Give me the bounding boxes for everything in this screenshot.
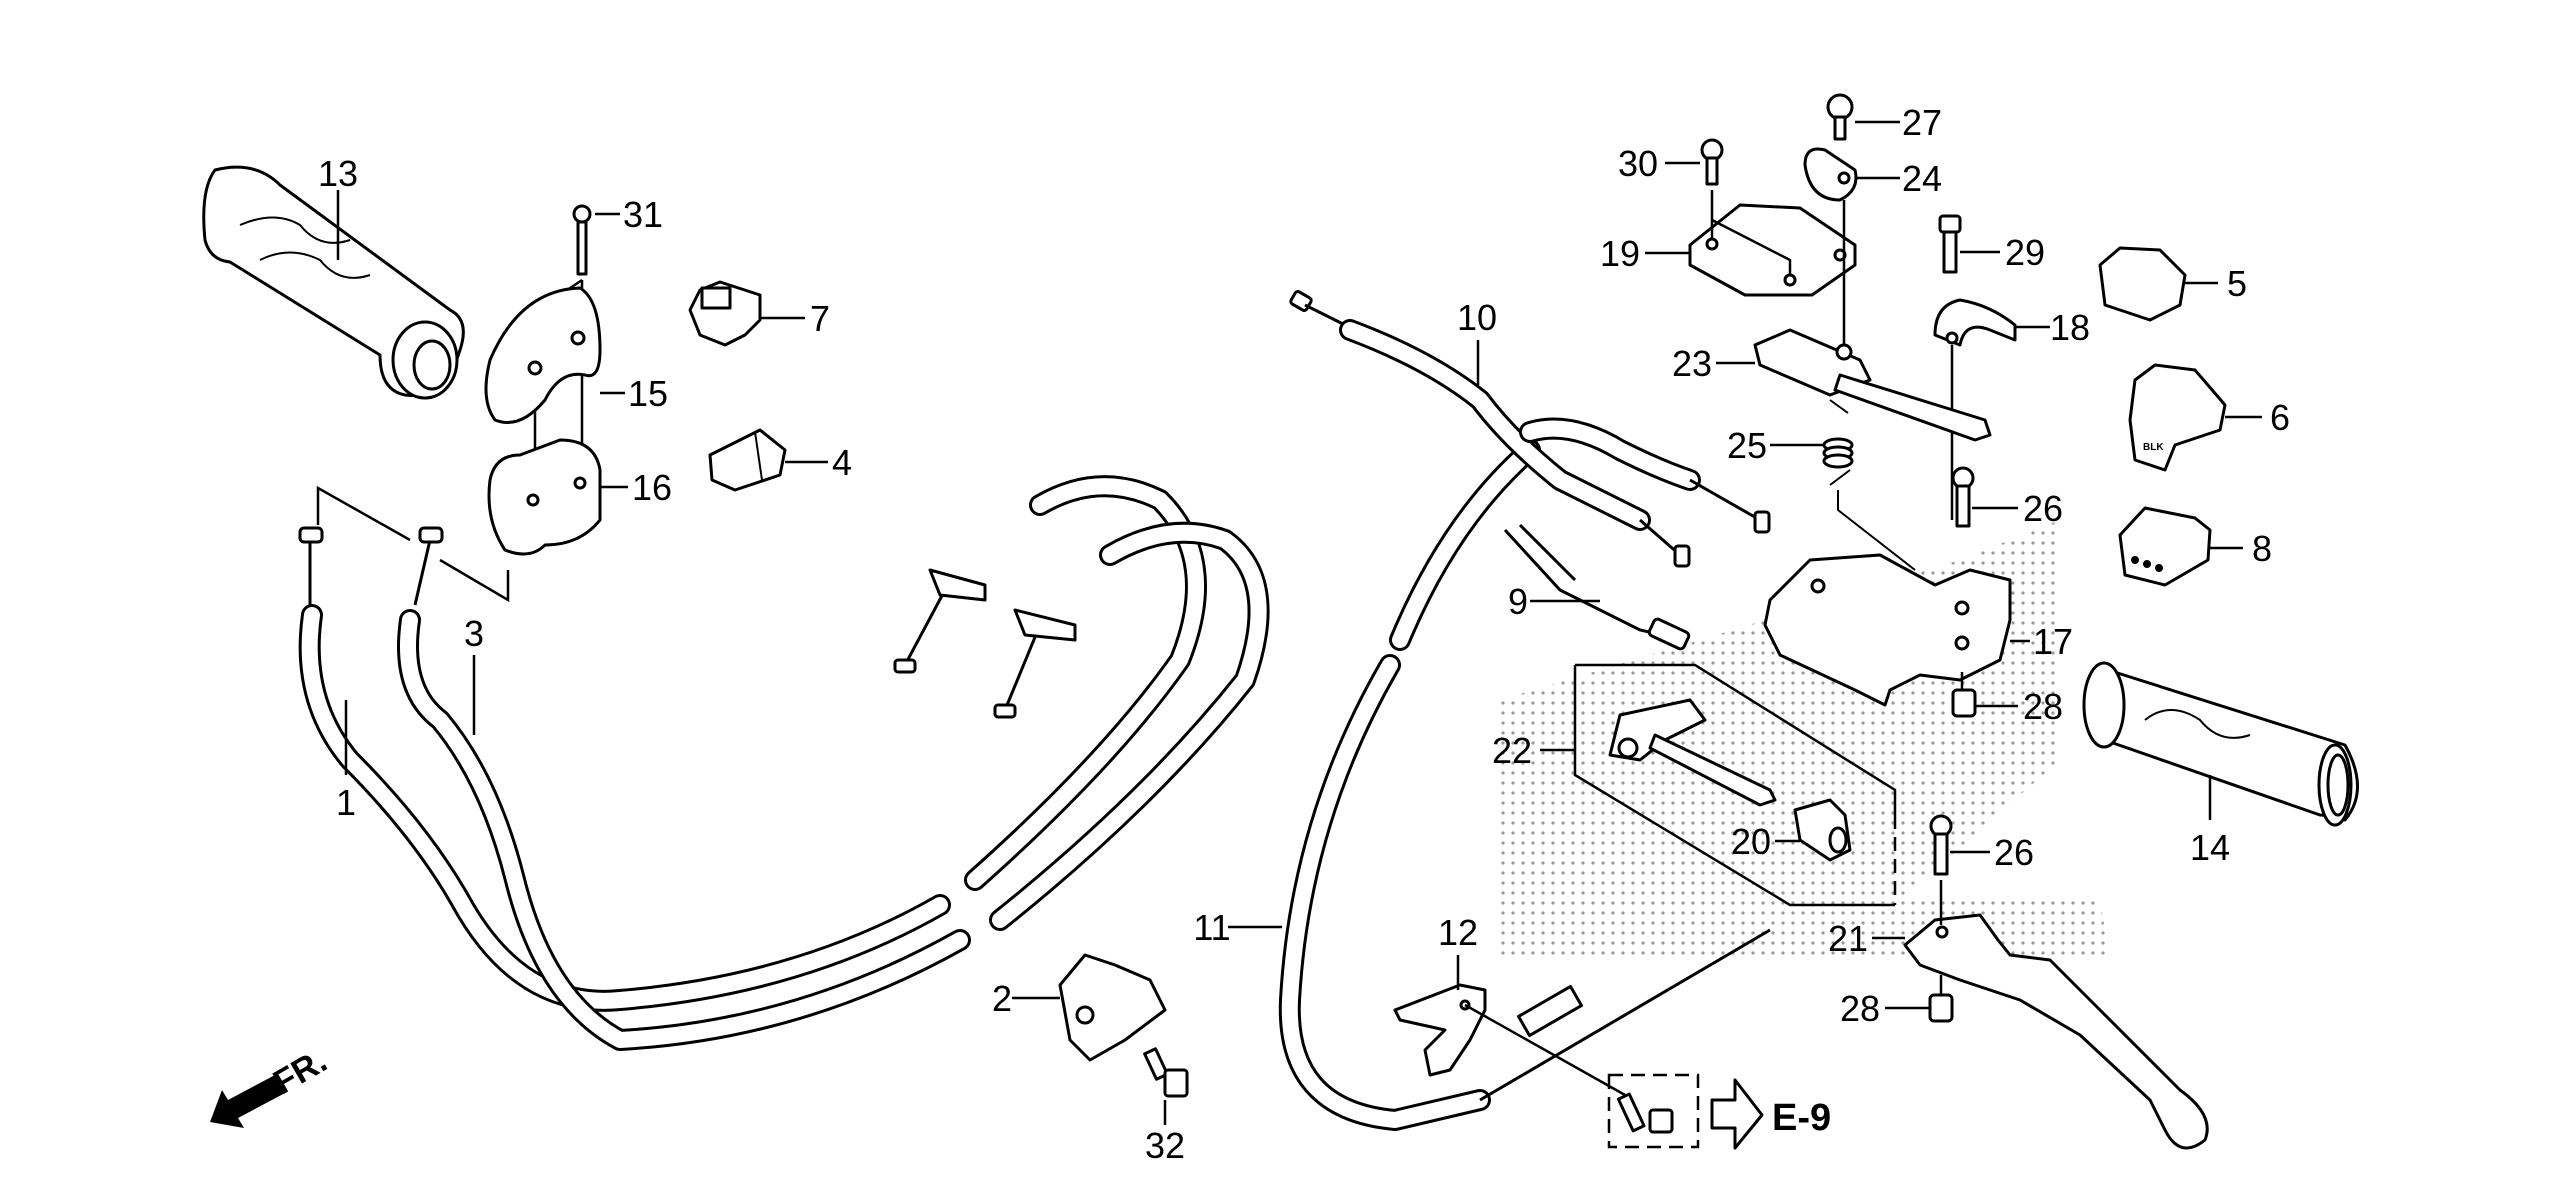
callout-27[interactable]: 27: [1902, 102, 1942, 143]
callout-11[interactable]: 11: [1193, 907, 1230, 948]
switch-marking: BLK: [2143, 442, 2164, 453]
callout-15[interactable]: 15: [628, 373, 668, 414]
callout-7[interactable]: 7: [810, 298, 830, 339]
right-grip[interactable]: [2082, 661, 2359, 827]
callout-14[interactable]: 14: [2190, 827, 2230, 868]
callout-17[interactable]: 17: [2033, 621, 2073, 662]
callout-29[interactable]: 29: [2005, 232, 2045, 273]
nut[interactable]: [1928, 993, 1954, 1023]
callout-25[interactable]: 25: [1727, 425, 1767, 466]
cable-11[interactable]: [1278, 439, 1771, 1131]
clutch-cable[interactable]: [1289, 290, 1771, 568]
callout-28-upper[interactable]: 28: [2023, 686, 2063, 727]
callout-16[interactable]: 16: [632, 467, 672, 508]
plate-24[interactable]: [1803, 147, 1858, 202]
clutch-switch-wire[interactable]: [1503, 523, 1691, 651]
callout-23[interactable]: 23: [1672, 343, 1712, 384]
reference-arrow[interactable]: E-9: [1710, 1078, 1831, 1150]
callout-30[interactable]: 30: [1618, 143, 1658, 184]
clutch-lever[interactable]: [1903, 913, 2209, 1150]
callout-4[interactable]: 4: [832, 442, 852, 483]
switch-8[interactable]: [2118, 506, 2212, 587]
bolt-29[interactable]: [1938, 214, 1962, 274]
switch-7[interactable]: [688, 280, 762, 347]
reference-box: [1607, 1073, 1700, 1149]
callout-9[interactable]: 9: [1508, 581, 1528, 622]
callout-13[interactable]: 13: [318, 153, 358, 194]
callout-22[interactable]: 22: [1492, 730, 1532, 771]
screw-31[interactable]: [572, 204, 592, 276]
callout-19[interactable]: 19: [1600, 233, 1640, 274]
throttle-housing-lower[interactable]: [487, 438, 602, 556]
spring[interactable]: [1822, 399, 1916, 571]
left-grip[interactable]: [202, 165, 465, 400]
callout-6[interactable]: 6: [2270, 397, 2290, 438]
pivot-bolt[interactable]: [1951, 466, 1975, 528]
callout-21[interactable]: 21: [1828, 918, 1868, 959]
switch-6[interactable]: BLK: [2128, 363, 2227, 472]
callout-labels: 13 31 7 15 4 16 3 1 10 11 12 2 32 27 30 …: [318, 102, 2290, 1166]
callout-31[interactable]: 31: [623, 194, 663, 235]
bolt-32[interactable]: [1143, 1047, 1189, 1098]
callout-12[interactable]: 12: [1438, 912, 1478, 953]
callout-26-lower[interactable]: 26: [1994, 832, 2034, 873]
pivot-bolt[interactable]: [1929, 814, 1953, 876]
callout-26-upper[interactable]: 26: [2023, 488, 2063, 529]
reference-label[interactable]: E-9: [1772, 1097, 1831, 1139]
callout-8[interactable]: 8: [2252, 528, 2272, 569]
cable-bracket[interactable]: [1393, 983, 1487, 1077]
callout-18[interactable]: 18: [2050, 307, 2090, 348]
callout-10[interactable]: 10: [1457, 297, 1497, 338]
cable-clamp[interactable]: [1058, 953, 1167, 1062]
callout-1[interactable]: 1: [336, 782, 356, 823]
throttle-cable-b[interactable]: [397, 526, 971, 1051]
screw-30[interactable]: [1700, 138, 1724, 186]
leader-lines: [336, 120, 2262, 1010]
switch-4[interactable]: [708, 428, 787, 492]
callout-3[interactable]: 3: [464, 613, 484, 654]
callout-32[interactable]: 32: [1145, 1125, 1185, 1166]
lever-bracket[interactable]: [1763, 553, 2012, 707]
throttle-housing-upper[interactable]: [484, 286, 602, 424]
front-direction-marker: FR.: [210, 1042, 333, 1128]
callout-2[interactable]: 2: [992, 978, 1012, 1019]
callout-5[interactable]: 5: [2227, 263, 2247, 304]
switch-5[interactable]: [2098, 246, 2187, 322]
throttle-cable-a[interactable]: [298, 526, 951, 1012]
nut[interactable]: [1951, 688, 1977, 718]
lever-assembly[interactable]: [1573, 663, 1897, 907]
holder-18[interactable]: [1933, 298, 2017, 347]
callout-24[interactable]: 24: [1902, 158, 1942, 199]
callout-28-lower[interactable]: 28: [1840, 988, 1880, 1029]
lever-arm[interactable]: [1753, 328, 1992, 442]
screw-27[interactable]: [1826, 93, 1854, 141]
throttle-cable-upper: [893, 475, 1270, 931]
callout-20[interactable]: 20: [1731, 821, 1771, 862]
